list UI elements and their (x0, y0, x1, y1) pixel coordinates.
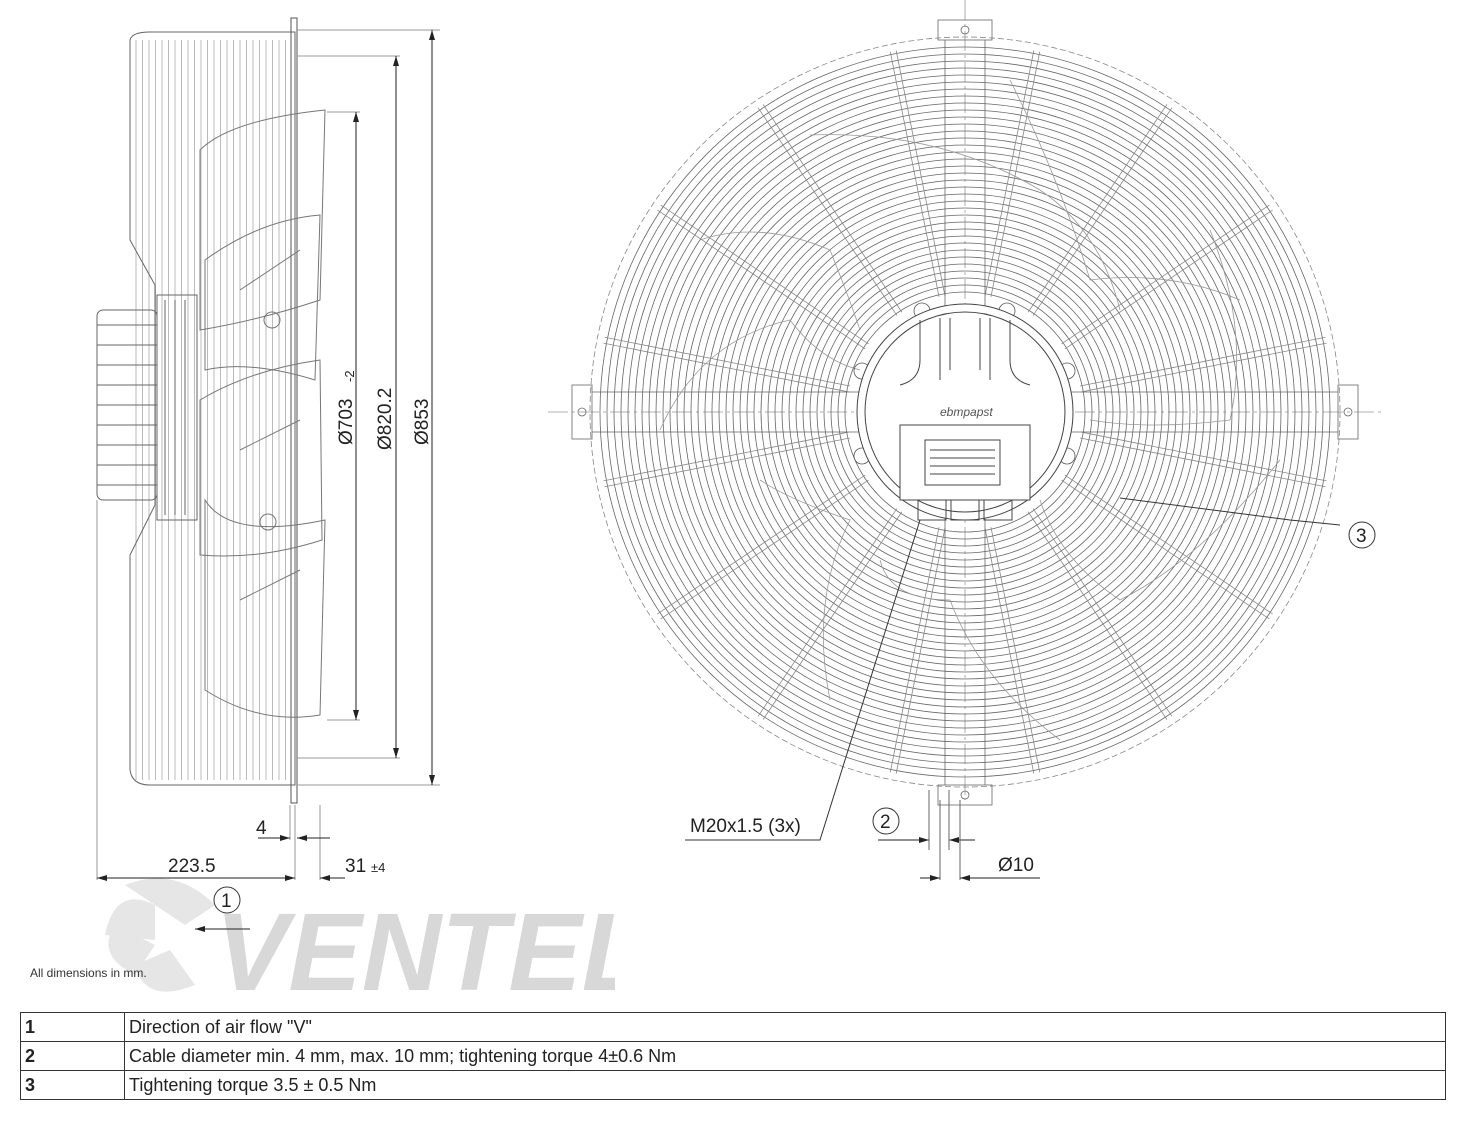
dim-flange-thickness: 4 (256, 818, 267, 839)
front-outer-ring (589, 36, 1341, 788)
dim-d820: Ø820.2 (375, 388, 396, 450)
svg-text:3: 3 (1356, 526, 1367, 547)
side-guard-outline (129, 31, 296, 786)
side-ext-lines (96, 29, 440, 880)
legend-text: Direction of air flow "V" (124, 1012, 1446, 1042)
dim-depth: 223.5 (168, 856, 216, 877)
technical-drawing: Ø703 -2 Ø820.2 Ø853 4 223.5 31 ±4 1 (96, 0, 1385, 932)
torque-callout: 3 (1348, 521, 1376, 549)
front-view (548, 0, 1385, 806)
dim-d703-tol: -2 (342, 370, 357, 382)
dim-offset: 31 (345, 856, 366, 877)
legend-text: Cable diameter min. 4 mm, max. 10 mm; ti… (124, 1041, 1446, 1071)
cable-callout: 2 (872, 807, 900, 835)
legend-text: Tightening torque 3.5 ± 0.5 Nm (124, 1070, 1446, 1100)
cable-gland-label: M20x1.5 (3x) (690, 816, 801, 837)
front-blade-curves (659, 79, 1281, 741)
hole-diameter-label: Ø10 (998, 855, 1034, 876)
side-dimensions (97, 30, 435, 881)
front-guard-rings (599, 46, 1331, 778)
hub-brand-label: ebmpapst (940, 405, 993, 419)
dim-d703: Ø703 (336, 399, 357, 445)
side-view (96, 17, 440, 880)
side-flange (290, 17, 298, 804)
dimensions-note: All dimensions in mm. (30, 966, 147, 980)
front-dimensions (685, 497, 1341, 881)
side-guard-grid (135, 40, 286, 780)
svg-text:2: 2 (880, 812, 891, 833)
side-fan-blades (199, 109, 326, 718)
front-guard-struts (603, 50, 1327, 774)
dim-d853: Ø853 (412, 399, 433, 445)
side-motor (96, 294, 198, 521)
front-motor-hub (856, 303, 1074, 521)
legend-number: 3 (20, 1070, 125, 1100)
dim-offset-tol: ±4 (371, 860, 385, 875)
legend-number: 2 (20, 1041, 125, 1071)
legend-number: 1 (20, 1012, 125, 1042)
airflow-callout: 1 (195, 886, 250, 932)
svg-text:1: 1 (221, 891, 232, 912)
